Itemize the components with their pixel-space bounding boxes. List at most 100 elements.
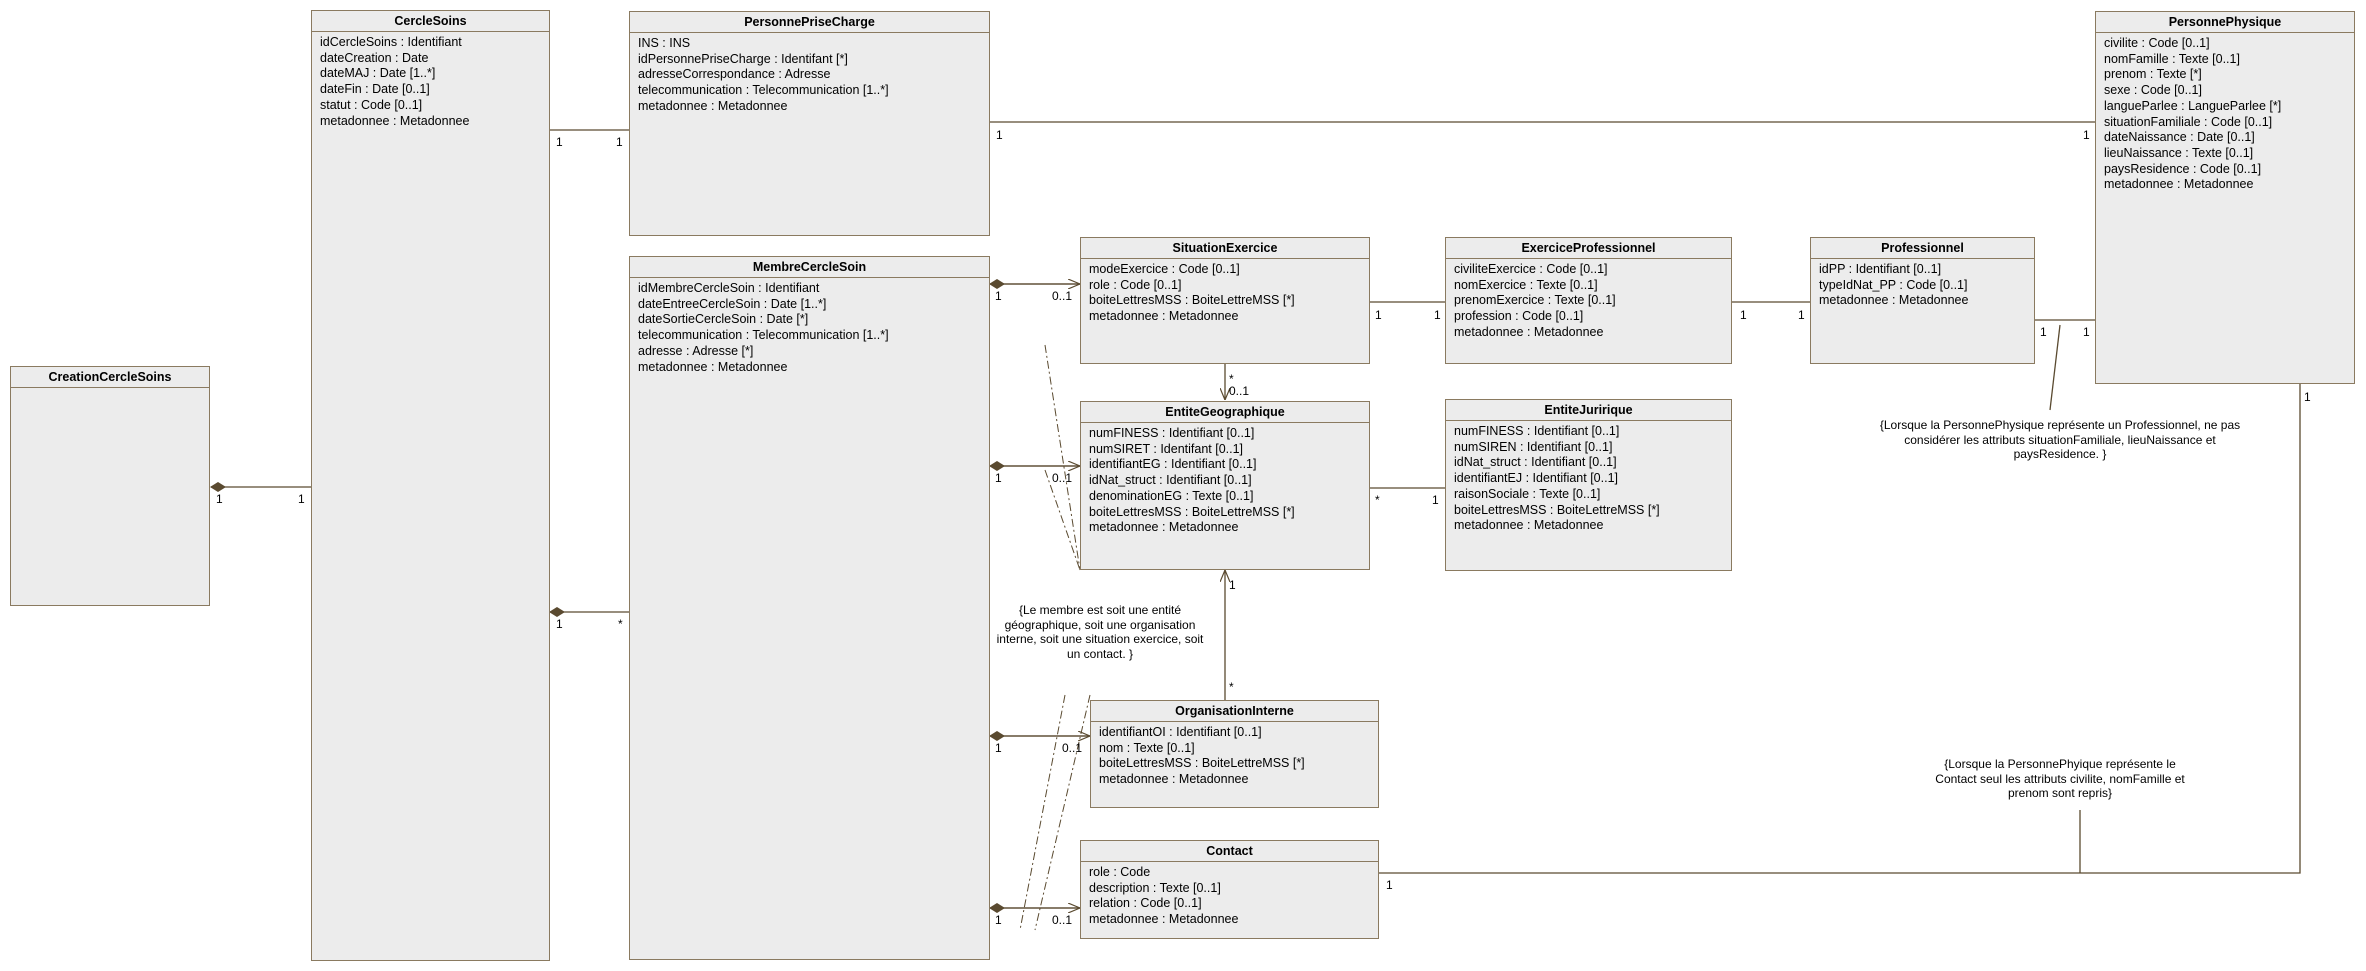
note-line: Contact seul les attributs civilite, nom…	[1935, 771, 2185, 786]
class-entite-juridique[interactable]: EntiteJuririque numFINESS : Identifiant …	[1445, 399, 1732, 571]
class-attribute: sexe : Code [0..1]	[2104, 83, 2202, 98]
note-line: {Lorsque la PersonnePhyique représente l…	[1944, 757, 2176, 771]
note-line: un contact. }	[1066, 646, 1134, 661]
class-attribute: metadonnee : Metadonnee	[638, 98, 788, 113]
note-line: géographique, soit une organisation	[1004, 617, 1196, 632]
class-attribute: metadonnee : Metadonnee	[320, 113, 470, 128]
class-attribute: dateMAJ : Date [1..*]	[320, 66, 436, 81]
class-attribute: telecommunication : Telecommunication [1…	[638, 83, 889, 98]
class-attribute: civiliteExercice : Code [0..1]	[1454, 262, 1608, 276]
class-attribute: INS : INS	[638, 36, 691, 50]
class-attribute: idCercleSoins : Identifiant	[320, 35, 462, 49]
class-attribute: role : Code [0..1]	[1089, 277, 1182, 292]
class-attribute: adresse : Adresse [*]	[638, 343, 754, 358]
class-attribute: civilite : Code [0..1]	[2104, 36, 2210, 50]
note-line: prenom sont repris}	[2007, 786, 2113, 800]
multiplicity-label: 0..1	[1229, 384, 1250, 398]
class-situation-exercice[interactable]: SituationExercice modeExercice : Code [0…	[1080, 237, 1370, 364]
multiplicity-label: 1	[556, 617, 563, 631]
class-attribute: dateCreation : Date	[320, 50, 429, 65]
multiplicity-label: *	[1229, 680, 1234, 694]
class-attribute: identifiantOI : Identifiant [0..1]	[1099, 725, 1262, 739]
class-membre-cercle-soin[interactable]: MembreCercleSoin idMembreCercleSoin : Id…	[629, 256, 990, 960]
class-organisation-interne[interactable]: OrganisationInterne identifiantOI : Iden…	[1090, 700, 1379, 808]
class-attribute: paysResidence : Code [0..1]	[2104, 161, 2262, 176]
multiplicity-label: 1	[995, 741, 1002, 755]
multiplicity-label: 1	[216, 492, 223, 506]
class-attribute: dateEntreeCercleSoin : Date [1..*]	[638, 296, 827, 311]
class-attribute: numSIRET : Identifant [0..1]	[1089, 441, 1244, 456]
class-attribute: metadonnee : Metadonnee	[2104, 177, 2254, 192]
multiplicity-label: 1	[995, 471, 1002, 485]
class-attribute: idMembreCercleSoin : Identifiant	[638, 281, 820, 295]
class-exercice-professionnel[interactable]: ExerciceProfessionnel civiliteExercice :…	[1445, 237, 1732, 364]
class-attribute: metadonnee : Metadonnee	[1089, 520, 1239, 535]
class-attribute: numFINESS : Identifiant [0..1]	[1089, 426, 1255, 440]
multiplicity-label: 1	[995, 913, 1002, 927]
attribute-list: idPP : Identifiant [0..1]typeIdNat_PP : …	[1811, 259, 2034, 312]
class-attribute: dateNaissance : Date [0..1]	[2104, 130, 2255, 145]
multiplicity-label: 1	[995, 289, 1002, 303]
note-contact-constraint: {Lorsque la PersonnePhyique représente l…	[1910, 757, 2210, 801]
class-attribute: modeExercice : Code [0..1]	[1089, 262, 1240, 276]
note-line: {Lorsque la PersonnePhysique représente …	[1879, 418, 2241, 432]
class-name: PersonnePhysique	[2096, 12, 2354, 33]
multiplicity-label: 1	[1375, 308, 1382, 322]
class-name: CercleSoins	[312, 11, 549, 32]
class-attribute: role : Code	[1089, 865, 1151, 879]
class-attribute: prenom : Texte [*]	[2104, 67, 2202, 82]
class-professionnel[interactable]: Professionnel idPP : Identifiant [0..1]t…	[1810, 237, 2035, 364]
multiplicity-label: 0..1	[1052, 913, 1073, 927]
multiplicity-label: 1	[2083, 325, 2090, 339]
class-attribute: identifiantEG : Identifiant [0..1]	[1089, 457, 1257, 472]
class-attribute: metadonnee : Metadonnee	[1819, 293, 1969, 308]
note-line: considérer les attributs situationFamili…	[1904, 432, 2216, 447]
class-attribute: metadonnee : Metadonnee	[1454, 324, 1604, 339]
class-creation-cercle-soins[interactable]: CreationCercleSoins	[10, 366, 210, 606]
class-attribute: idNat_struct : Identifiant [0..1]	[1454, 455, 1617, 470]
class-personne-physique[interactable]: PersonnePhysique civilite : Code [0..1]n…	[2095, 11, 2355, 384]
class-attribute: relation : Code [0..1]	[1089, 896, 1202, 911]
class-attribute: metadonnee : Metadonnee	[1099, 772, 1249, 787]
class-attribute: prenomExercice : Texte [0..1]	[1454, 293, 1616, 308]
class-attribute: raisonSociale : Texte [0..1]	[1454, 486, 1601, 501]
multiplicity-label: 1	[2083, 128, 2090, 142]
class-name: ExerciceProfessionnel	[1446, 238, 1731, 259]
class-attribute: idNat_struct : Identifiant [0..1]	[1089, 473, 1252, 488]
class-attribute: boiteLettresMSS : BoiteLettreMSS [*]	[1099, 756, 1305, 771]
multiplicity-label: 1	[556, 135, 563, 149]
attribute-list: identifiantOI : Identifiant [0..1]nom : …	[1091, 722, 1378, 791]
class-name: EntiteJuririque	[1446, 400, 1731, 421]
multiplicity-label: *	[1375, 493, 1380, 507]
attribute-list: numFINESS : Identifiant [0..1]numSIRET :…	[1081, 423, 1369, 539]
class-attribute: dateFin : Date [0..1]	[320, 82, 430, 97]
class-attribute: situationFamiliale : Code [0..1]	[2104, 114, 2273, 129]
class-attribute: numSIREN : Identifiant [0..1]	[1454, 439, 1613, 454]
class-attribute: metadonnee : Metadonnee	[1454, 518, 1604, 533]
class-attribute: description : Texte [0..1]	[1089, 880, 1221, 895]
multiplicity-label: 1	[1386, 878, 1393, 892]
class-attribute: metadonnee : Metadonnee	[1089, 309, 1239, 324]
note-anchor-membre-1	[1044, 344, 1081, 571]
class-attribute: idPersonnePriseCharge : Identifant [*]	[638, 51, 848, 66]
class-attribute: boiteLettresMSS : BoiteLettreMSS [*]	[1454, 502, 1660, 517]
class-name: Professionnel	[1811, 238, 2034, 259]
class-name: MembreCercleSoin	[630, 257, 989, 278]
multiplicity-label: 1	[1229, 578, 1236, 592]
attribute-list: civilite : Code [0..1]nomFamille : Texte…	[2096, 33, 2354, 196]
note-professionnel-constraint: {Lorsque la PersonnePhysique représente …	[1850, 418, 2270, 462]
class-attribute: statut : Code [0..1]	[320, 97, 423, 112]
multiplicity-label: 1	[1434, 308, 1441, 322]
attribute-list: numFINESS : Identifiant [0..1]numSIREN :…	[1446, 421, 1731, 537]
multiplicity-label: 1	[2040, 325, 2047, 339]
multiplicity-label: 1	[1798, 308, 1805, 322]
multiplicity-label: 1	[616, 135, 623, 149]
class-entite-geographique[interactable]: EntiteGeographique numFINESS : Identifia…	[1080, 401, 1370, 570]
link-contact-personne	[1378, 384, 2301, 874]
